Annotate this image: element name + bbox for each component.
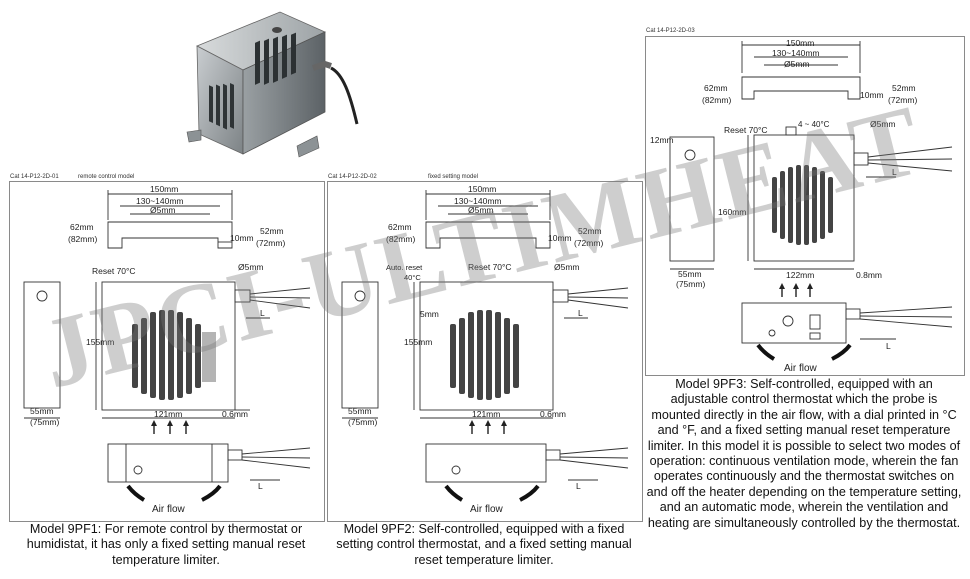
auto-reset-label: Auto. reset (386, 263, 423, 272)
caption-9pf2: Model 9PF2: Self-controlled, equipped wi… (336, 522, 632, 567)
dim-121-2: 121mm (472, 409, 500, 419)
drawing-9pf1: 150mm 130~140mm Ø5mm 62mm (82mm) 52mm (7… (23, 184, 311, 515)
dim-62-2: 62mm (388, 222, 412, 232)
dim-155-2: 155mm (404, 337, 432, 347)
dim-82-1: (82mm) (68, 234, 97, 244)
catalog-code-3: Cat 14-P12-2D-03 (646, 28, 695, 34)
reset-label-1: Reset 70°C (92, 266, 136, 276)
dim-L-3: L (892, 167, 897, 177)
dim-10-2: 10mm (548, 233, 572, 243)
dim-75-3: (75mm) (676, 279, 705, 289)
dim-52-2: 52mm (578, 226, 602, 236)
caption-9pf1: Model 9PF1: For remote control by thermo… (26, 522, 306, 567)
drawing-9pf3: 150mm 130~140mm Ø5mm 62mm (82mm) 52mm (7… (650, 38, 953, 374)
panel-9pf2: 150mm 130~140mm Ø5mm 62mm (82mm) 52mm (7… (327, 181, 643, 522)
dim-d5-2: Ø5mm (468, 205, 494, 215)
reset-label-2: Reset 70°C (468, 262, 512, 272)
dim-52-3: 52mm (892, 83, 916, 93)
dim-130-1: 130~140mm (136, 196, 184, 206)
dim-150-3: 150mm (786, 38, 814, 48)
panel-9pf1: 150mm 130~140mm Ø5mm 62mm (82mm) 52mm (7… (9, 181, 325, 522)
dim-155-1: 155mm (86, 337, 114, 347)
airflow-label-2: Air flow (470, 504, 504, 515)
dim-150-2: 150mm (468, 184, 496, 194)
auto-reset-temp: 40°C (404, 273, 421, 282)
reset-label-3: Reset 70°C (724, 125, 768, 135)
drawing-9pf2: 150mm 130~140mm Ø5mm 62mm (82mm) 52mm (7… (341, 184, 629, 515)
dim-160-3: 160mm (718, 207, 746, 217)
dim-d5-3: Ø5mm (784, 59, 810, 69)
dim-Lb-2: L (576, 481, 581, 491)
airflow-label-1: Air flow (152, 504, 186, 515)
temp-range-label: 4 ~ 40°C (798, 120, 830, 129)
dim-121-1: 121mm (154, 409, 182, 419)
dim-75-1: (75mm) (30, 417, 59, 427)
dim-72-2: (72mm) (574, 238, 603, 248)
dim-130-3: 130~140mm (772, 48, 820, 58)
dim-d5b-2: Ø5mm (554, 262, 580, 272)
panel-9pf3: 150mm 130~140mm Ø5mm 62mm (82mm) 52mm (7… (645, 36, 965, 376)
product-photo (186, 11, 359, 158)
dim-06-1: 0.6mm (222, 409, 248, 419)
dim-122-3: 122mm (786, 270, 814, 280)
panel-title-2: fixed setting model (428, 174, 479, 180)
dim-82-2: (82mm) (386, 234, 415, 244)
panel-title-1: remote control model (78, 174, 135, 180)
dim-Lb-3: L (886, 341, 891, 351)
dim-72-1: (72mm) (256, 238, 285, 248)
dim-130-2: 130~140mm (454, 196, 502, 206)
dim-10-3: 10mm (860, 90, 884, 100)
dim-10-1: 10mm (230, 233, 254, 243)
dim-72-3: (72mm) (888, 95, 917, 105)
dim-5-2: 5mm (420, 309, 439, 319)
dim-L-1: L (260, 308, 265, 318)
catalog-code-1: Cat 14-P12-2D-01 (10, 174, 59, 180)
dim-d5-1: Ø5mm (150, 205, 176, 215)
dim-52-1: 52mm (260, 226, 284, 236)
dim-55-1: 55mm (30, 406, 54, 416)
dim-d5b-1: Ø5mm (238, 262, 264, 272)
dim-75-2: (75mm) (348, 417, 377, 427)
dim-82-3: (82mm) (702, 95, 731, 105)
dim-Lb-1: L (258, 481, 263, 491)
airflow-label-3: Air flow (784, 363, 818, 374)
dim-d5b-3: Ø5mm (870, 119, 896, 129)
dim-62-1: 62mm (70, 222, 94, 232)
dim-55-3: 55mm (678, 269, 702, 279)
dim-12-3: 12mm (650, 135, 674, 145)
dim-08-3: 0.8mm (856, 270, 882, 280)
dim-L-2: L (578, 308, 583, 318)
dim-62-3: 62mm (704, 83, 728, 93)
dim-150-1: 150mm (150, 184, 178, 194)
caption-9pf3: Model 9PF3: Self-controlled, equipped wi… (646, 377, 962, 530)
dim-06-2: 0.6mm (540, 409, 566, 419)
catalog-code-2: Cat 14-P12-2D-02 (328, 174, 377, 180)
dim-55-2: 55mm (348, 406, 372, 416)
